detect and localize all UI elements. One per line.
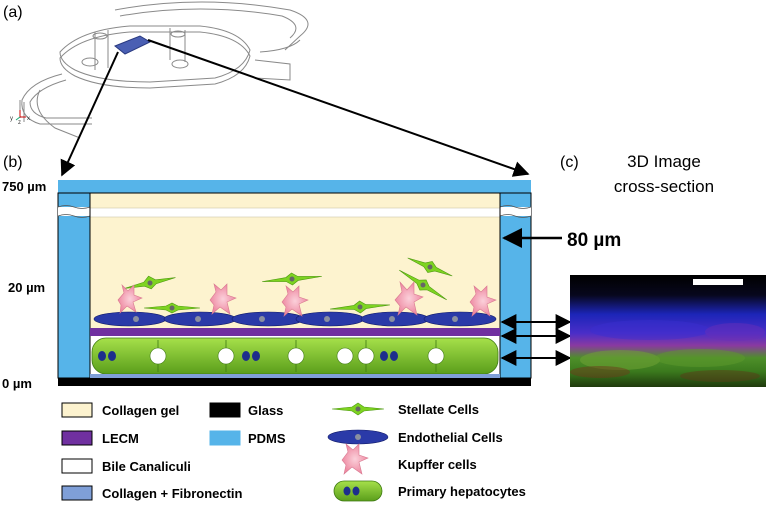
legend-label-collagen-fibronectin: Collagen + Fibronectin: [102, 486, 243, 501]
axis-y-label: y: [10, 116, 13, 122]
panel-c-title-line2: cross-section: [614, 177, 714, 196]
legend-icon-endothelial: [327, 429, 389, 445]
scale-label-0: 0 µm: [2, 376, 32, 391]
legend-label-glass: Glass: [248, 403, 283, 418]
collagen-fibronectin-layer: [90, 374, 500, 378]
legend-swatch-bile-canaliculi: [61, 458, 93, 474]
panel-label-b: (b): [3, 154, 23, 171]
pdms-left-wall: [57, 192, 91, 379]
legend-label-kupffer: Kupffer cells: [398, 457, 477, 472]
legend-label-pdms: PDMS: [248, 431, 286, 446]
legend-icon-hepatocyte: [333, 480, 383, 502]
zoom-arrow-left: [60, 51, 119, 177]
endothelial-cells: [93, 311, 497, 327]
legend-label-endothelial: Endothelial Cells: [398, 430, 503, 445]
panel-label-c: (c): [560, 154, 579, 171]
legend-swatch-lecm: [61, 430, 93, 446]
label-80um: 80 µm: [567, 230, 621, 251]
confocal-cross-section-image: [570, 275, 766, 387]
legend-label-bile-canaliculi: Bile Canaliculi: [102, 459, 191, 474]
cross-section: [57, 180, 532, 386]
device-highlight: [114, 35, 152, 55]
hepatocyte-layer: [91, 337, 499, 375]
stellate-cells: [124, 257, 453, 314]
legend-label-hepatocytes: Primary hepatocytes: [398, 484, 526, 499]
panel-c-title-line1: 3D Image: [627, 152, 701, 171]
legend: Collagen gel LECM Bile Canaliculi Collag…: [61, 402, 526, 502]
legend-swatch-pdms: [209, 430, 241, 446]
zoom-arrow-right: [147, 39, 530, 177]
scale-label-750: 750 µm: [2, 179, 46, 194]
panel-label-a: (a): [3, 4, 23, 21]
legend-swatch-glass: [209, 402, 241, 418]
axis-z-label: z: [18, 120, 21, 126]
legend-label-lecm: LECM: [102, 431, 139, 446]
legend-icon-stellate: [331, 402, 385, 416]
lecm-layer: [90, 328, 500, 336]
scale-label-20: 20 µm: [8, 280, 45, 295]
axis-x-label: x: [27, 116, 30, 122]
legend-swatch-collagen-fibronectin: [61, 485, 93, 501]
device-3d-drawing: [19, 1, 309, 139]
legend-label-stellate: Stellate Cells: [398, 402, 479, 417]
legend-swatch-collagen-gel: [61, 402, 93, 418]
legend-label-collagen-gel: Collagen gel: [102, 403, 179, 418]
pdms-top: [58, 180, 531, 193]
kupffer-cells: [117, 280, 497, 317]
axis-triad: y z x: [10, 110, 30, 126]
glass-layer: [58, 378, 531, 386]
image-scale-bar: [693, 279, 743, 285]
legend-icon-kupffer: [341, 443, 369, 475]
pdms-right-wall: [499, 192, 532, 379]
